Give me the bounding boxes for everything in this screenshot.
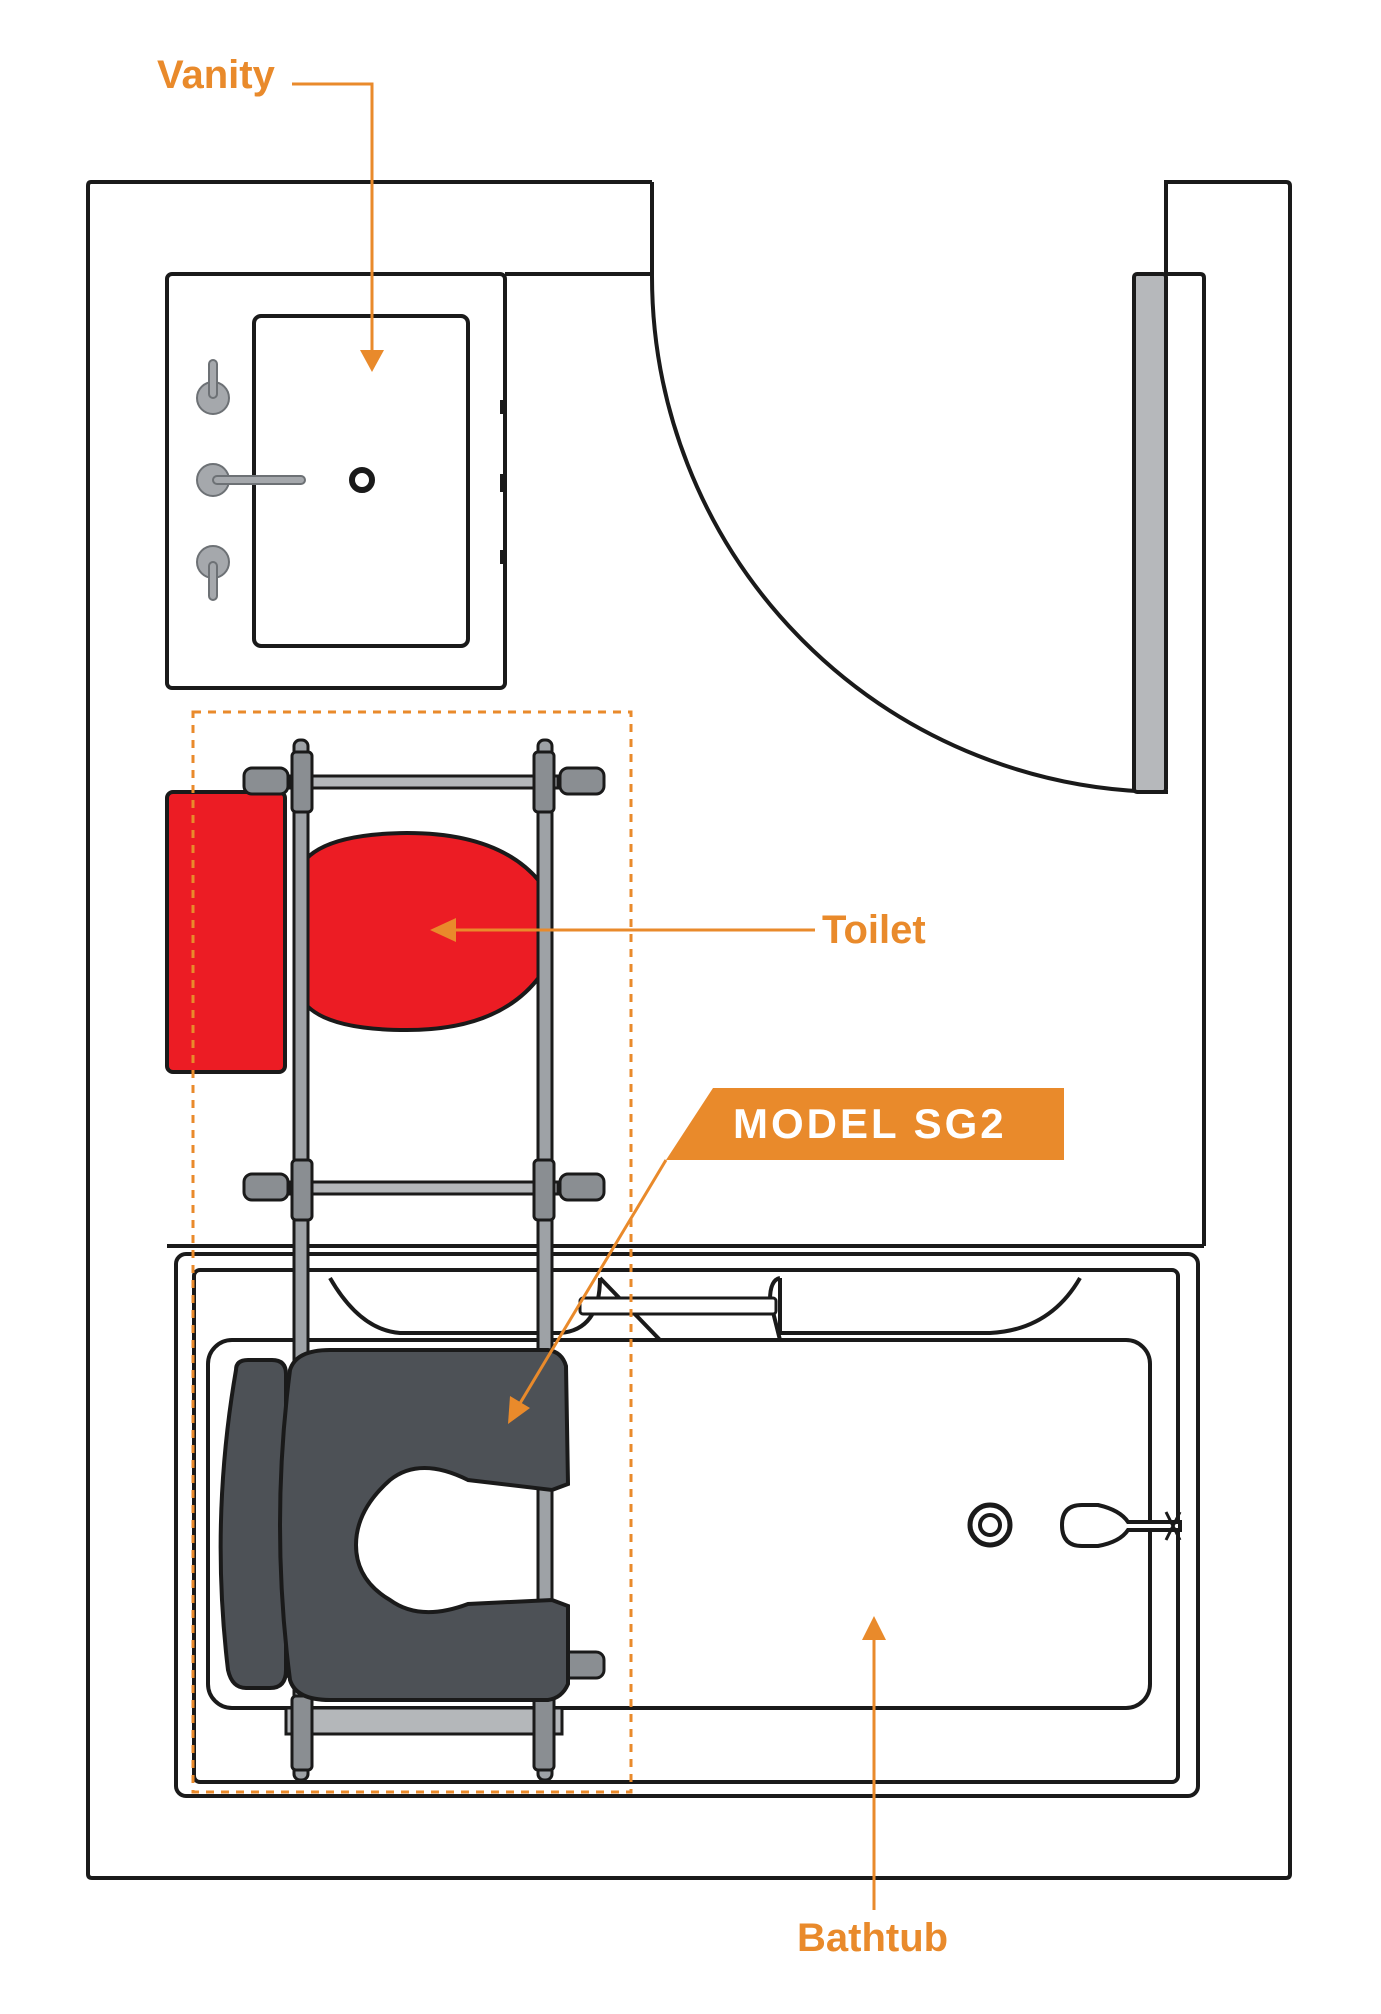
model-footprint-outline: [191, 710, 633, 1794]
seat-backrest: [218, 1358, 288, 1690]
door-swing: [649, 272, 1169, 794]
bathtub-label: Bathtub: [797, 1916, 949, 1960]
overflow-lever-icon: [1059, 1503, 1182, 1548]
model-sg2-seat: [218, 1348, 571, 1702]
faucet-icon: [196, 359, 306, 601]
vanity-leader: [292, 82, 374, 360]
toilet-arrowhead: [430, 918, 456, 942]
toilet: [165, 790, 542, 1074]
vanity-label: Vanity: [157, 53, 275, 97]
toilet-tank: [165, 790, 287, 1074]
drain-icon: [349, 467, 375, 493]
walls: [86, 180, 1292, 1880]
drain-icon: [967, 1502, 1013, 1548]
leader-arrowheads: [360, 350, 886, 1640]
model-badge-background: [666, 1088, 1064, 1160]
vanity-arrowhead: [360, 350, 384, 372]
bathtub-arrowhead: [862, 1616, 886, 1640]
model-leader: [514, 1159, 668, 1411]
leader-lines: [292, 82, 876, 1910]
seat-u-shape: [278, 1348, 571, 1702]
toilet-label: Toilet: [822, 908, 926, 952]
model-arrowhead: [508, 1396, 530, 1424]
model-label: MODEL SG2: [733, 1100, 1007, 1147]
vanity: [165, 272, 507, 690]
